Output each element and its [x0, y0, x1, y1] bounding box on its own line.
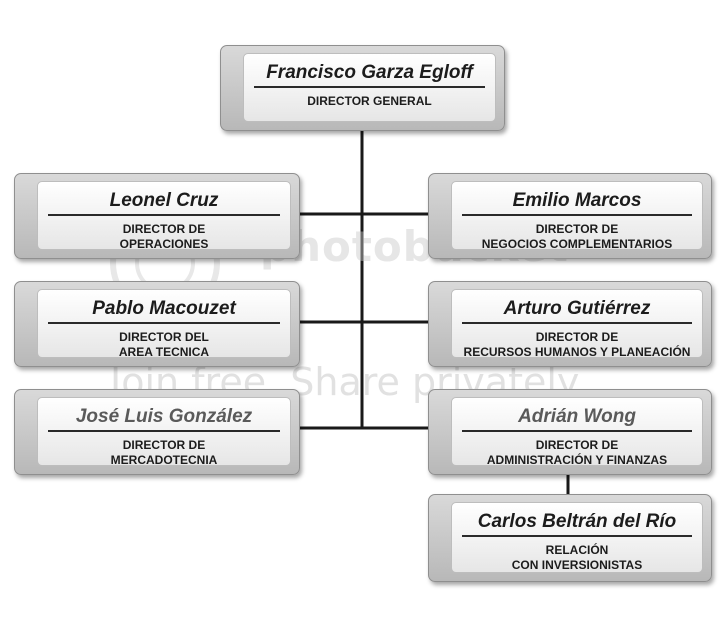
- node-title: DIRECTOR DE NEGOCIOS COMPLEMENTARIOS: [481, 222, 673, 251]
- node-director-operaciones: Leonel Cruz DIRECTOR DE OPERACIONES: [14, 173, 300, 259]
- node-title: DIRECTOR DEL AREA TECNICA: [118, 330, 210, 359]
- node-card: Arturo Gutiérrez DIRECTOR DE RECURSOS HU…: [451, 289, 703, 359]
- name-divider: [48, 214, 280, 216]
- node-card: Adrián Wong DIRECTOR DE ADMINISTRACIÓN Y…: [451, 397, 703, 467]
- node-director-general: Francisco Garza Egloff DIRECTOR GENERAL: [220, 45, 505, 131]
- node-relacion-inversionistas: Carlos Beltrán del Río RELACIÓN CON INVE…: [428, 494, 712, 582]
- node-card: Pablo Macouzet DIRECTOR DEL AREA TECNICA: [37, 289, 291, 359]
- node-title: DIRECTOR DE OPERACIONES: [119, 222, 209, 251]
- node-name: José Luis González: [75, 406, 253, 427]
- node-director-negocios: Emilio Marcos DIRECTOR DE NEGOCIOS COMPL…: [428, 173, 712, 259]
- node-title: DIRECTOR DE RECURSOS HUMANOS Y PLANEACIÓ…: [463, 330, 691, 359]
- node-card: Leonel Cruz DIRECTOR DE OPERACIONES: [37, 181, 291, 251]
- name-divider: [48, 322, 280, 324]
- name-divider: [462, 430, 692, 432]
- node-title: DIRECTOR DE MERCADOTECNIA: [110, 438, 218, 467]
- node-title: DIRECTOR DE ADMINISTRACIÓN Y FINANZAS: [486, 438, 668, 467]
- name-divider: [48, 430, 280, 432]
- node-card: Carlos Beltrán del Río RELACIÓN CON INVE…: [451, 502, 703, 573]
- node-director-mercadotecnia: José Luis González DIRECTOR DE MERCADOTE…: [14, 389, 300, 475]
- node-director-recursos-humanos: Arturo Gutiérrez DIRECTOR DE RECURSOS HU…: [428, 281, 712, 367]
- node-title: DIRECTOR GENERAL: [307, 94, 432, 108]
- node-name: Pablo Macouzet: [92, 298, 236, 319]
- node-name: Leonel Cruz: [109, 190, 219, 211]
- name-divider: [462, 322, 692, 324]
- node-card: José Luis González DIRECTOR DE MERCADOTE…: [37, 397, 291, 467]
- node-card: Francisco Garza Egloff DIRECTOR GENERAL: [243, 53, 496, 122]
- node-name: Francisco Garza Egloff: [266, 62, 473, 83]
- node-card: Emilio Marcos DIRECTOR DE NEGOCIOS COMPL…: [451, 181, 703, 251]
- node-director-administracion: Adrián Wong DIRECTOR DE ADMINISTRACIÓN Y…: [428, 389, 712, 475]
- node-title: RELACIÓN CON INVERSIONISTAS: [511, 543, 643, 572]
- name-divider: [254, 86, 485, 88]
- node-name: Emilio Marcos: [512, 190, 642, 211]
- name-divider: [462, 214, 692, 216]
- name-divider: [462, 535, 692, 537]
- node-name: Arturo Gutiérrez: [503, 298, 651, 319]
- node-name: Adrián Wong: [518, 406, 636, 427]
- node-name: Carlos Beltrán del Río: [477, 511, 677, 532]
- node-director-area-tecnica: Pablo Macouzet DIRECTOR DEL AREA TECNICA: [14, 281, 300, 367]
